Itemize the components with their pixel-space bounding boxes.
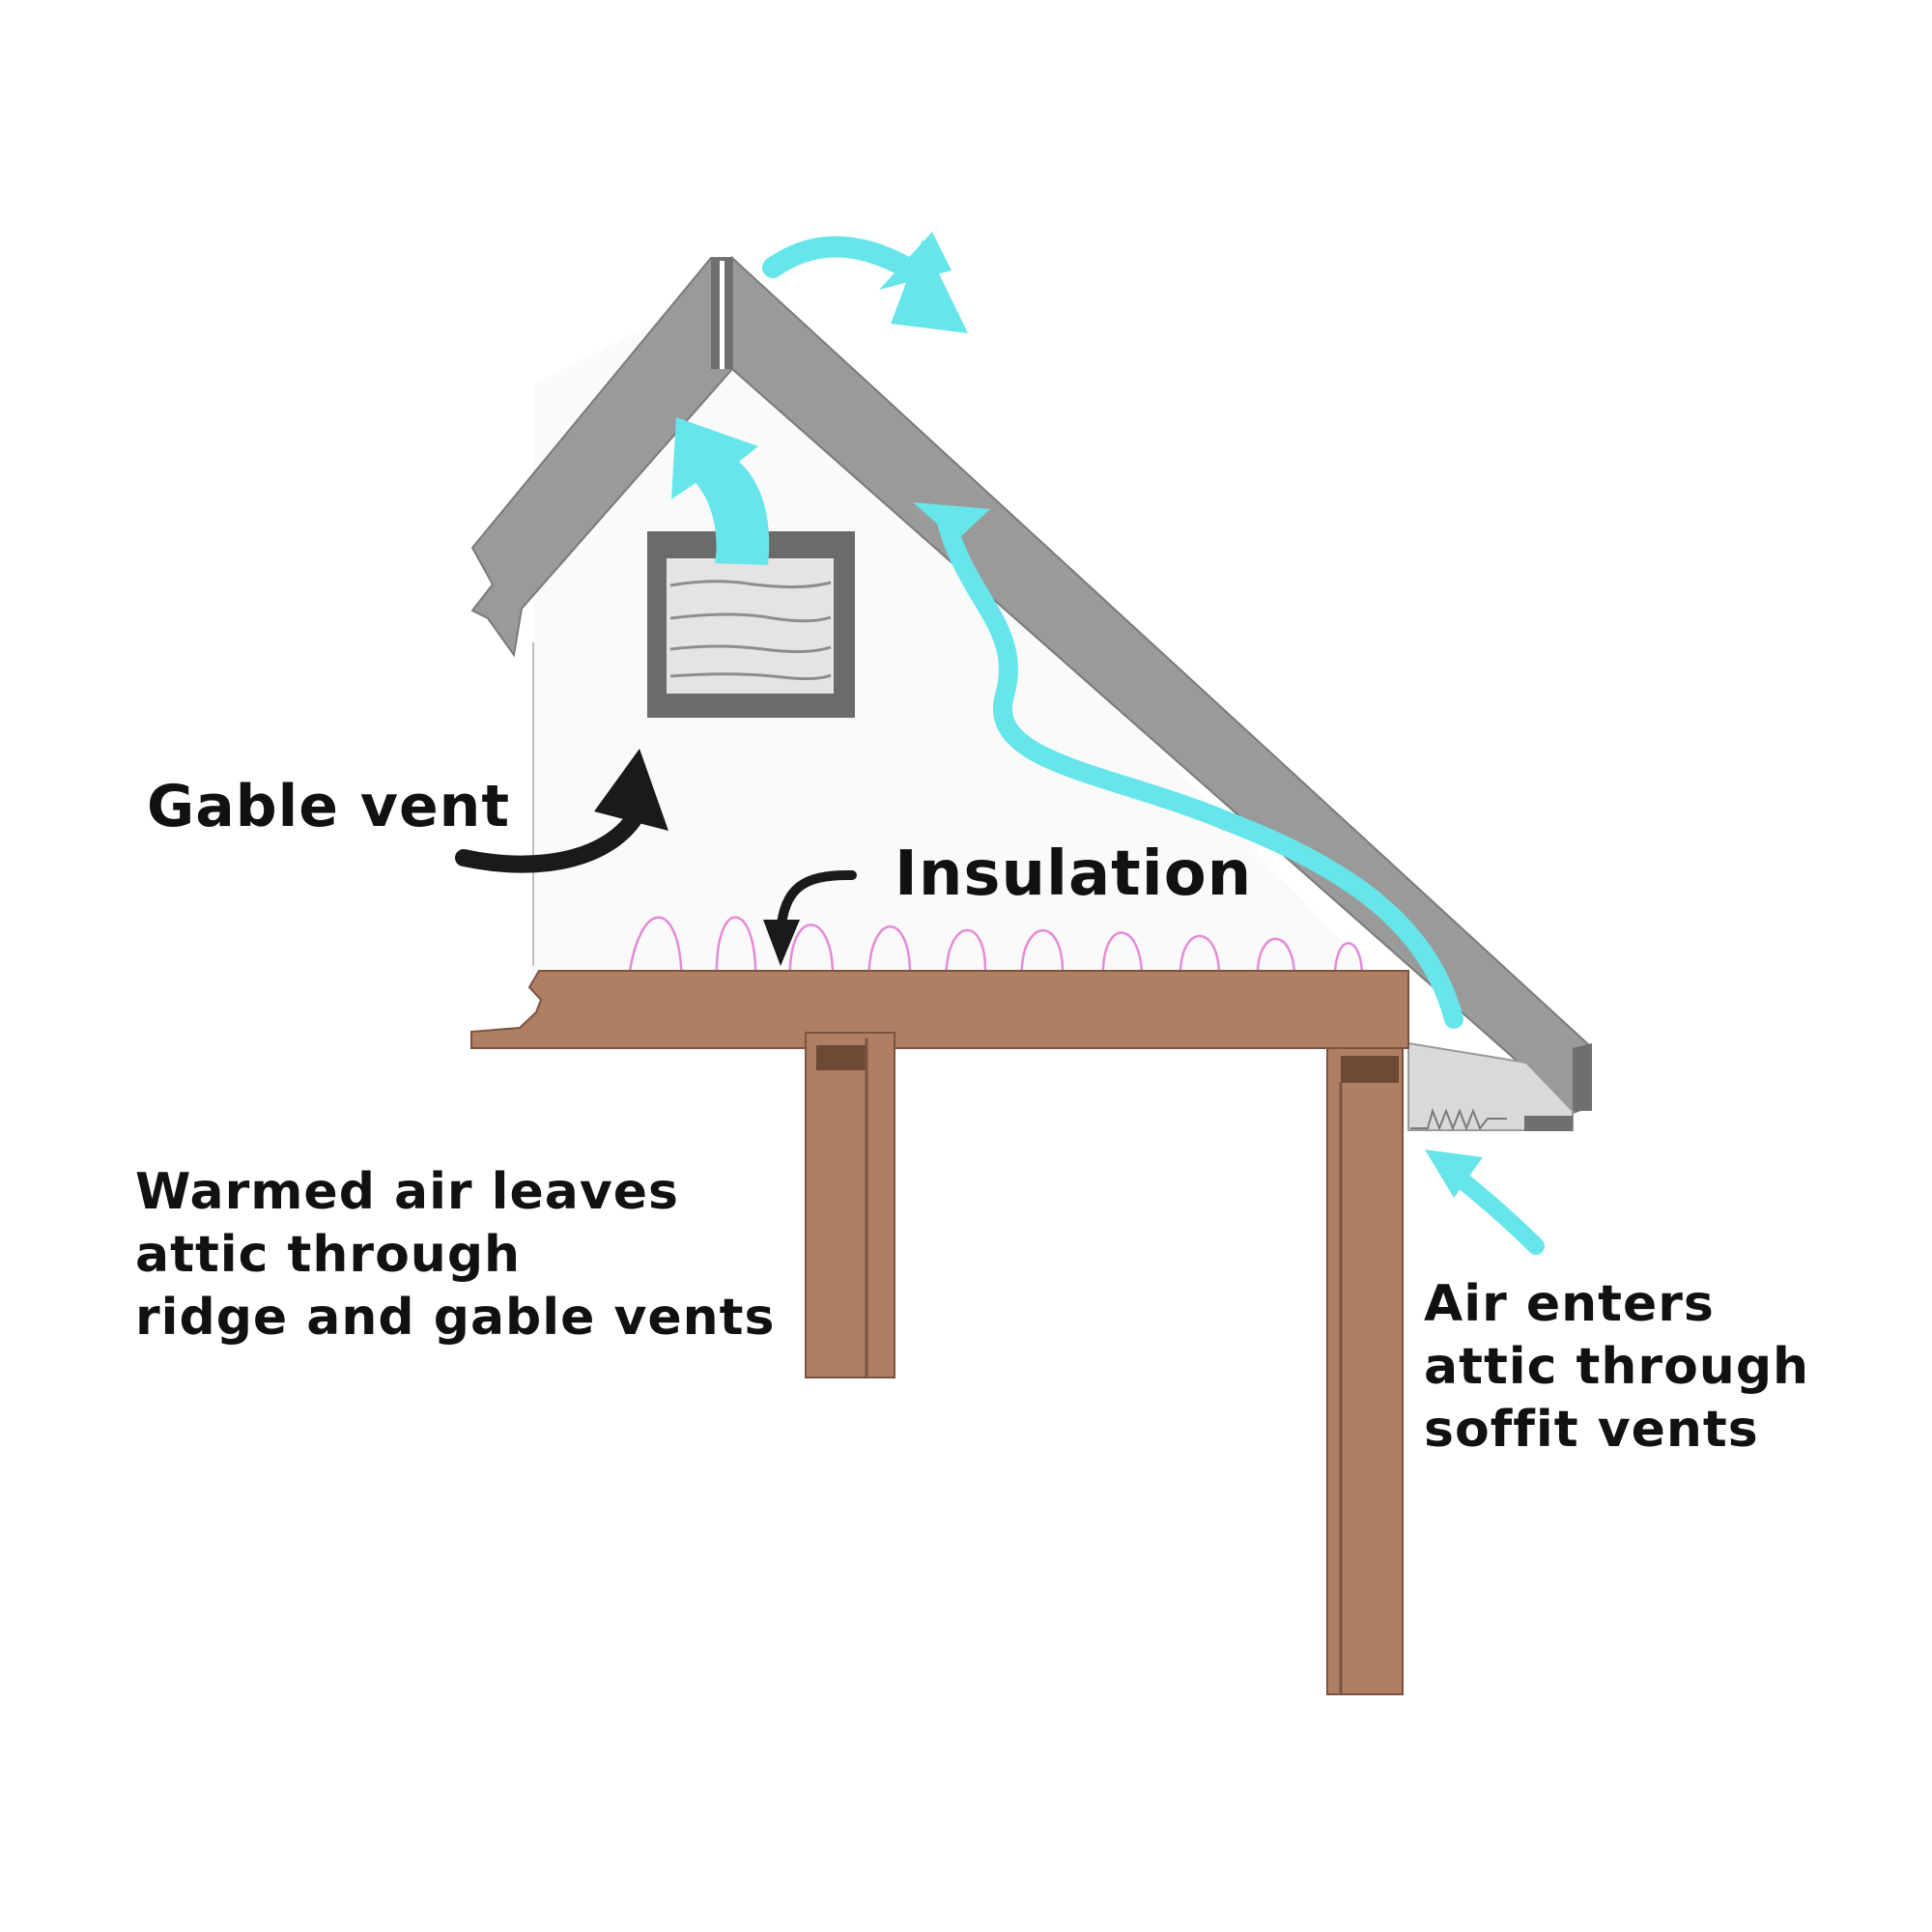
- exterior-stud-top: [1341, 1056, 1399, 1083]
- warmed-air-caption-line: Warmed air leaves: [135, 1163, 679, 1221]
- gable-vent-slat: [669, 672, 832, 681]
- ceiling-joist: [470, 970, 1409, 1049]
- interior-wall-stud: [805, 1032, 895, 1378]
- soffit-entry-arrow-body: [1445, 1165, 1545, 1255]
- ridge-airflow-icon: [762, 232, 968, 333]
- air-enters-caption-line: Air enters: [1424, 1275, 1715, 1333]
- warmed-air-caption: Warmed air leaves attic through ridge an…: [135, 1161, 775, 1350]
- exterior-wall-stud: [1326, 1047, 1404, 1695]
- fascia-board: [1573, 1043, 1592, 1111]
- soffit-end-block: [1524, 1116, 1573, 1131]
- insulation-pointer-body: [776, 869, 857, 937]
- warmed-air-caption-line: attic through: [135, 1226, 522, 1284]
- soffit-vent-screen: [1410, 1107, 1507, 1131]
- gable-vent-slat: [669, 612, 832, 623]
- ridge-airflow-head-fill: [891, 240, 968, 333]
- warmed-air-caption-line: ridge and gable vents: [135, 1289, 776, 1347]
- insulation-label: Insulation: [895, 838, 1253, 910]
- ridge-airflow-body: [762, 236, 914, 278]
- insulation-pointer-icon: [763, 869, 857, 966]
- soffit-entry-arrow-icon: [1425, 1150, 1545, 1255]
- soffit-entry-arrow-head: [1425, 1150, 1483, 1198]
- gable-pointer-head: [594, 749, 668, 831]
- insulation-pointer-head: [763, 920, 800, 966]
- soffit-airflow-head: [913, 502, 990, 541]
- gable-vent: [647, 531, 855, 718]
- soffit-airflow-body: [937, 512, 1463, 1029]
- roof-ridge-slot: [720, 261, 724, 369]
- gable-pointer-body: [455, 795, 651, 873]
- gable-airflow-icon: [671, 417, 770, 565]
- framing: [470, 970, 1409, 1695]
- gable-vent-slat: [669, 644, 832, 654]
- gable-vent-slat: [669, 580, 832, 589]
- air-enters-caption-line: soffit vents: [1424, 1401, 1759, 1459]
- gable-vent-label: Gable vent: [147, 773, 511, 840]
- air-enters-caption-line: attic through: [1424, 1338, 1810, 1396]
- air-enters-caption: Air enters attic through soffit vents: [1424, 1273, 1809, 1462]
- soffit-airflow-icon: [913, 502, 1463, 1029]
- interior-stud-top: [816, 1045, 867, 1070]
- gable-airflow-body: [671, 417, 770, 565]
- gable-vent-pointer-icon: [455, 749, 668, 873]
